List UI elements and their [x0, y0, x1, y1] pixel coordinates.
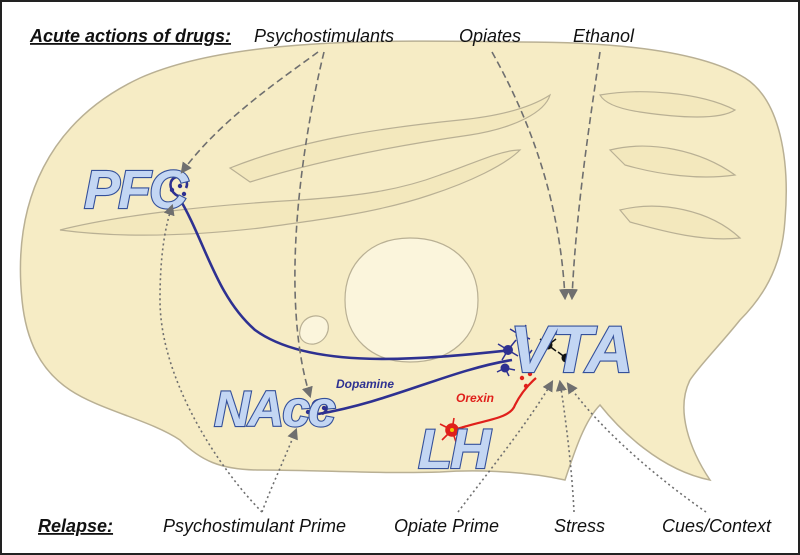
dopamine-release-dots	[169, 183, 327, 415]
region-label-nacc: NAcc	[214, 381, 336, 437]
orexin-release-dots	[519, 371, 533, 389]
acute-action-arrows	[180, 51, 601, 399]
vta-neurons	[496, 324, 575, 377]
opiates-label: Opiates	[459, 26, 521, 46]
relapse-header: Relapse:	[38, 516, 113, 536]
ethanol-label: Ethanol	[573, 26, 635, 46]
cues-context-label: Cues/Context	[662, 516, 772, 536]
arrow-opiates-to-vta	[491, 51, 571, 301]
mesocortical-projection	[176, 195, 513, 361]
acute-actions-header: Acute actions of drugs:	[29, 26, 231, 46]
dopamine-label: Dopamine	[336, 377, 394, 391]
nacc-terminal	[311, 398, 329, 416]
stress-label: Stress	[554, 516, 605, 536]
region-label-pfc: PFC	[84, 160, 189, 220]
orexin-label: Orexin	[456, 391, 494, 405]
dopamine-pathway	[169, 175, 513, 416]
arrow-stress-to-vta	[555, 379, 575, 513]
psychostimulant-prime-label: Psychostimulant Prime	[163, 516, 346, 536]
psychostimulants-label: Psychostimulants	[254, 26, 394, 46]
mesolimbic-projection	[317, 358, 513, 416]
region-label-vta: VTA	[510, 312, 631, 386]
relapse-arrows	[159, 203, 707, 513]
brain-inner-structures	[59, 91, 742, 363]
arrow-cues-context-to-vta	[566, 382, 707, 513]
orexin-pathway	[439, 371, 537, 443]
opiate-prime-label: Opiate Prime	[394, 516, 499, 536]
orexin-neuron-icon	[439, 417, 467, 443]
region-label-lh: LH	[418, 417, 492, 480]
arrow-ethanol-to-vta	[566, 51, 601, 301]
arrow-psychostimulant-prime-to-nacc	[261, 427, 298, 513]
arrow-psychostimulants-to-pfc	[180, 51, 319, 174]
